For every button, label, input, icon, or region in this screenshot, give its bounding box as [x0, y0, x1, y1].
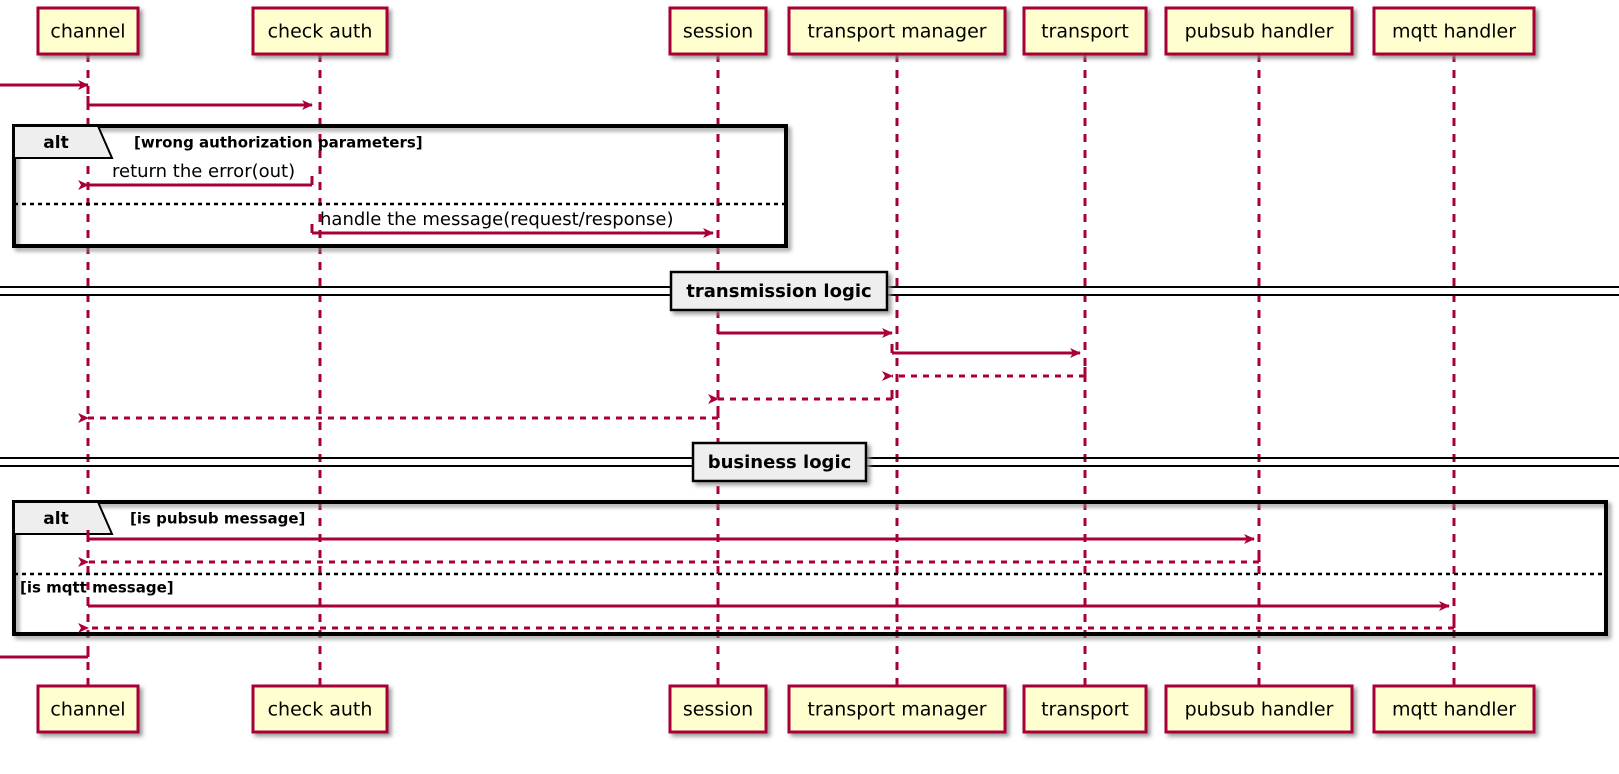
- participant-box[interactable]: [1372, 6, 1536, 56]
- fragment-guard-1: [is pubsub message]: [130, 510, 305, 528]
- message-m11[interactable]: [78, 553, 1261, 567]
- participant-box[interactable]: [1372, 684, 1536, 734]
- participant-check_auth-bottom[interactable]: check auth: [251, 684, 389, 734]
- participant-transport-top[interactable]: transport: [1022, 6, 1148, 56]
- fragment-frame: [12, 500, 1608, 636]
- divider-div-business: business logic: [0, 441, 1619, 483]
- participant-label: pubsub handler: [1185, 21, 1334, 43]
- participant-box[interactable]: [251, 6, 389, 56]
- participant-label: transport: [1041, 699, 1129, 721]
- participant-channel-top[interactable]: channel: [36, 6, 140, 56]
- message-m14[interactable]: [0, 648, 90, 662]
- participant-transport_manager-top[interactable]: transport manager: [787, 6, 1007, 56]
- fragment-operator-label: alt: [43, 133, 68, 153]
- participant-box[interactable]: [1022, 684, 1148, 734]
- message-m5[interactable]: [716, 324, 893, 338]
- divider-div-transmission: transmission logic: [0, 270, 1619, 312]
- message-m3[interactable]: return the error(out): [78, 161, 314, 190]
- fragment-alt-auth: alt [wrong authorization parameters]: [12, 124, 788, 248]
- fragments-layer: alt [wrong authorization parameters] alt [i…: [12, 124, 1608, 636]
- message-m7[interactable]: [882, 367, 1087, 381]
- participant-mqtt_handler-bottom[interactable]: mqtt handler: [1372, 684, 1536, 734]
- participant-box[interactable]: [251, 684, 389, 734]
- divider-box: [669, 270, 889, 312]
- message-label: handle the message(request/response): [320, 209, 674, 230]
- participant-label: channel: [50, 21, 125, 43]
- fragment-operator-tab: [13, 125, 114, 159]
- fragment-frame: [12, 124, 788, 248]
- participants-layer: channel channel check auth check auth sessio…: [36, 6, 1536, 734]
- participant-box[interactable]: [668, 6, 768, 56]
- participant-transport_manager-bottom[interactable]: transport manager: [787, 684, 1007, 734]
- participant-box[interactable]: [1164, 6, 1354, 56]
- message-m13[interactable]: [78, 619, 1456, 633]
- dividers-layer: transmission logic business logic: [0, 270, 1619, 483]
- message-m9[interactable]: [78, 409, 720, 423]
- message-m10[interactable]: [86, 530, 1255, 544]
- message-m12[interactable]: [86, 597, 1450, 611]
- participant-pubsub_handler-bottom[interactable]: pubsub handler: [1164, 684, 1354, 734]
- messages-layer: return the error(out) handle the message(…: [0, 80, 1456, 662]
- participant-label: mqtt handler: [1392, 21, 1516, 43]
- participant-label: transport manager: [807, 21, 986, 43]
- participant-mqtt_handler-top[interactable]: mqtt handler: [1372, 6, 1536, 56]
- fragment-guard-2: [is mqtt message]: [20, 579, 174, 597]
- participant-label: session: [683, 21, 753, 43]
- fragment-alt-handler: alt [is pubsub message] [is mqtt message]: [12, 500, 1608, 636]
- participant-label: check auth: [268, 21, 373, 43]
- participant-label: channel: [50, 699, 125, 721]
- participant-session-bottom[interactable]: session: [668, 684, 768, 734]
- divider-label: transmission logic: [686, 281, 871, 302]
- participant-label: check auth: [268, 699, 373, 721]
- participant-transport-bottom[interactable]: transport: [1022, 684, 1148, 734]
- participant-session-top[interactable]: session: [668, 6, 768, 56]
- participant-channel-bottom[interactable]: channel: [36, 684, 140, 734]
- participant-box[interactable]: [36, 6, 140, 56]
- message-label: return the error(out): [112, 161, 295, 182]
- participant-label: mqtt handler: [1392, 699, 1516, 721]
- divider-label: business logic: [708, 452, 852, 473]
- divider-box: [691, 441, 868, 483]
- participant-box[interactable]: [787, 684, 1007, 734]
- fragment-operator-label: alt: [43, 509, 68, 529]
- message-m2[interactable]: [86, 96, 313, 110]
- message-m4[interactable]: handle the message(request/response): [310, 209, 714, 238]
- participant-label: pubsub handler: [1185, 699, 1334, 721]
- fragment-operator-tab: [13, 501, 114, 535]
- participant-box[interactable]: [787, 6, 1007, 56]
- participant-label: transport manager: [807, 699, 986, 721]
- participant-box[interactable]: [36, 684, 140, 734]
- participant-box[interactable]: [1022, 6, 1148, 56]
- message-m6[interactable]: [890, 344, 1081, 358]
- participant-label: session: [683, 699, 753, 721]
- fragment-guard-1: [wrong authorization parameters]: [134, 134, 423, 152]
- participant-box[interactable]: [668, 684, 768, 734]
- participant-box[interactable]: [1164, 684, 1354, 734]
- participant-label: transport: [1041, 21, 1129, 43]
- participant-pubsub_handler-top[interactable]: pubsub handler: [1164, 6, 1354, 56]
- participant-check_auth-top[interactable]: check auth: [251, 6, 389, 56]
- message-m8[interactable]: [708, 390, 894, 404]
